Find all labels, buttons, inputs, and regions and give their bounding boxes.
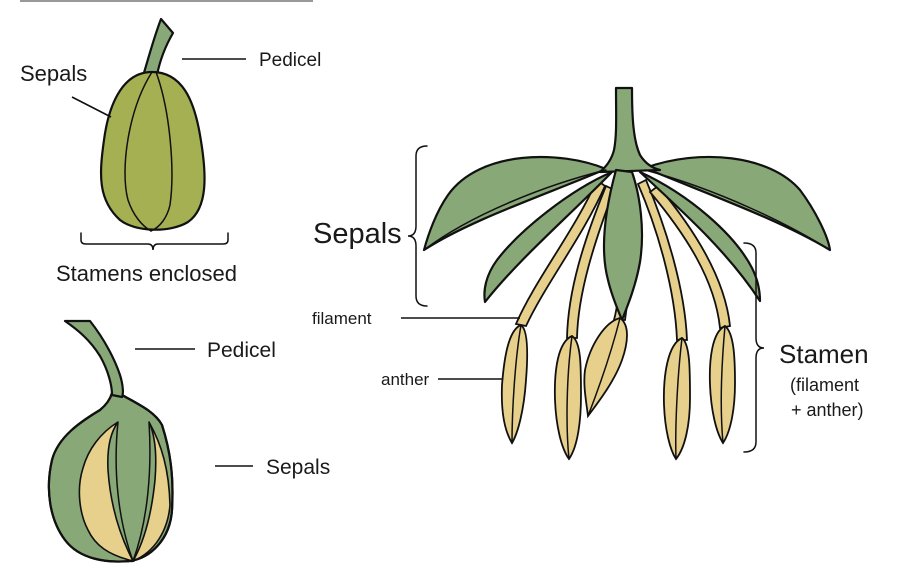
opening-bud-pedicel xyxy=(63,319,124,399)
sepal-midrib xyxy=(644,169,831,251)
opening-bud-seam xyxy=(132,421,151,562)
closed-bud xyxy=(99,17,206,232)
opening-bud-sepals-label: Sepals xyxy=(266,456,330,479)
anther-label: anther xyxy=(381,370,430,389)
closed-bud-body xyxy=(99,70,206,231)
stamen-note-line2: + anther) xyxy=(791,400,864,420)
filament xyxy=(566,184,616,339)
opening-bud-petal-left xyxy=(78,421,135,563)
stamen-label: Stamen xyxy=(779,339,869,369)
sepal-center xyxy=(602,168,644,322)
closed-bud-sepals-label: Sepals xyxy=(20,61,87,86)
opening-bud xyxy=(47,319,174,563)
opening-bud-pedicel-label: Pedicel xyxy=(207,339,276,362)
sepals-leader xyxy=(71,96,112,118)
opening-bud-outline xyxy=(47,391,174,563)
stamen-brace xyxy=(743,242,765,453)
stamens-enclosed-caption: Stamens enclosed xyxy=(56,261,237,286)
stamen-note-line1: (filament xyxy=(790,375,859,395)
anther-seams xyxy=(511,317,726,460)
opening-bud-seam xyxy=(115,421,134,562)
sepals-brace xyxy=(407,145,428,307)
sepal-left-outer xyxy=(422,155,608,252)
closed-bud-pedicel xyxy=(141,17,175,78)
closed-bud-seam xyxy=(124,71,153,232)
sepal-midrib xyxy=(423,169,607,251)
sepal-right-inner xyxy=(638,170,762,303)
sepal-right-outer xyxy=(643,155,832,252)
filament xyxy=(514,178,607,328)
anthers xyxy=(500,317,736,461)
filament xyxy=(648,184,731,330)
filament-label: filament xyxy=(312,309,372,328)
stamens-enclosed-brace xyxy=(80,232,229,251)
open-flower-stem xyxy=(598,86,662,174)
sepal-left-inner xyxy=(483,170,614,304)
filament xyxy=(636,178,688,341)
closed-bud-pedicel-label: Pedicel xyxy=(259,50,321,71)
open-flower-sepals-label: Sepals xyxy=(313,218,402,250)
open-flower-sepals xyxy=(422,86,832,322)
closed-bud-seam xyxy=(150,71,173,232)
open-flower xyxy=(422,86,832,461)
